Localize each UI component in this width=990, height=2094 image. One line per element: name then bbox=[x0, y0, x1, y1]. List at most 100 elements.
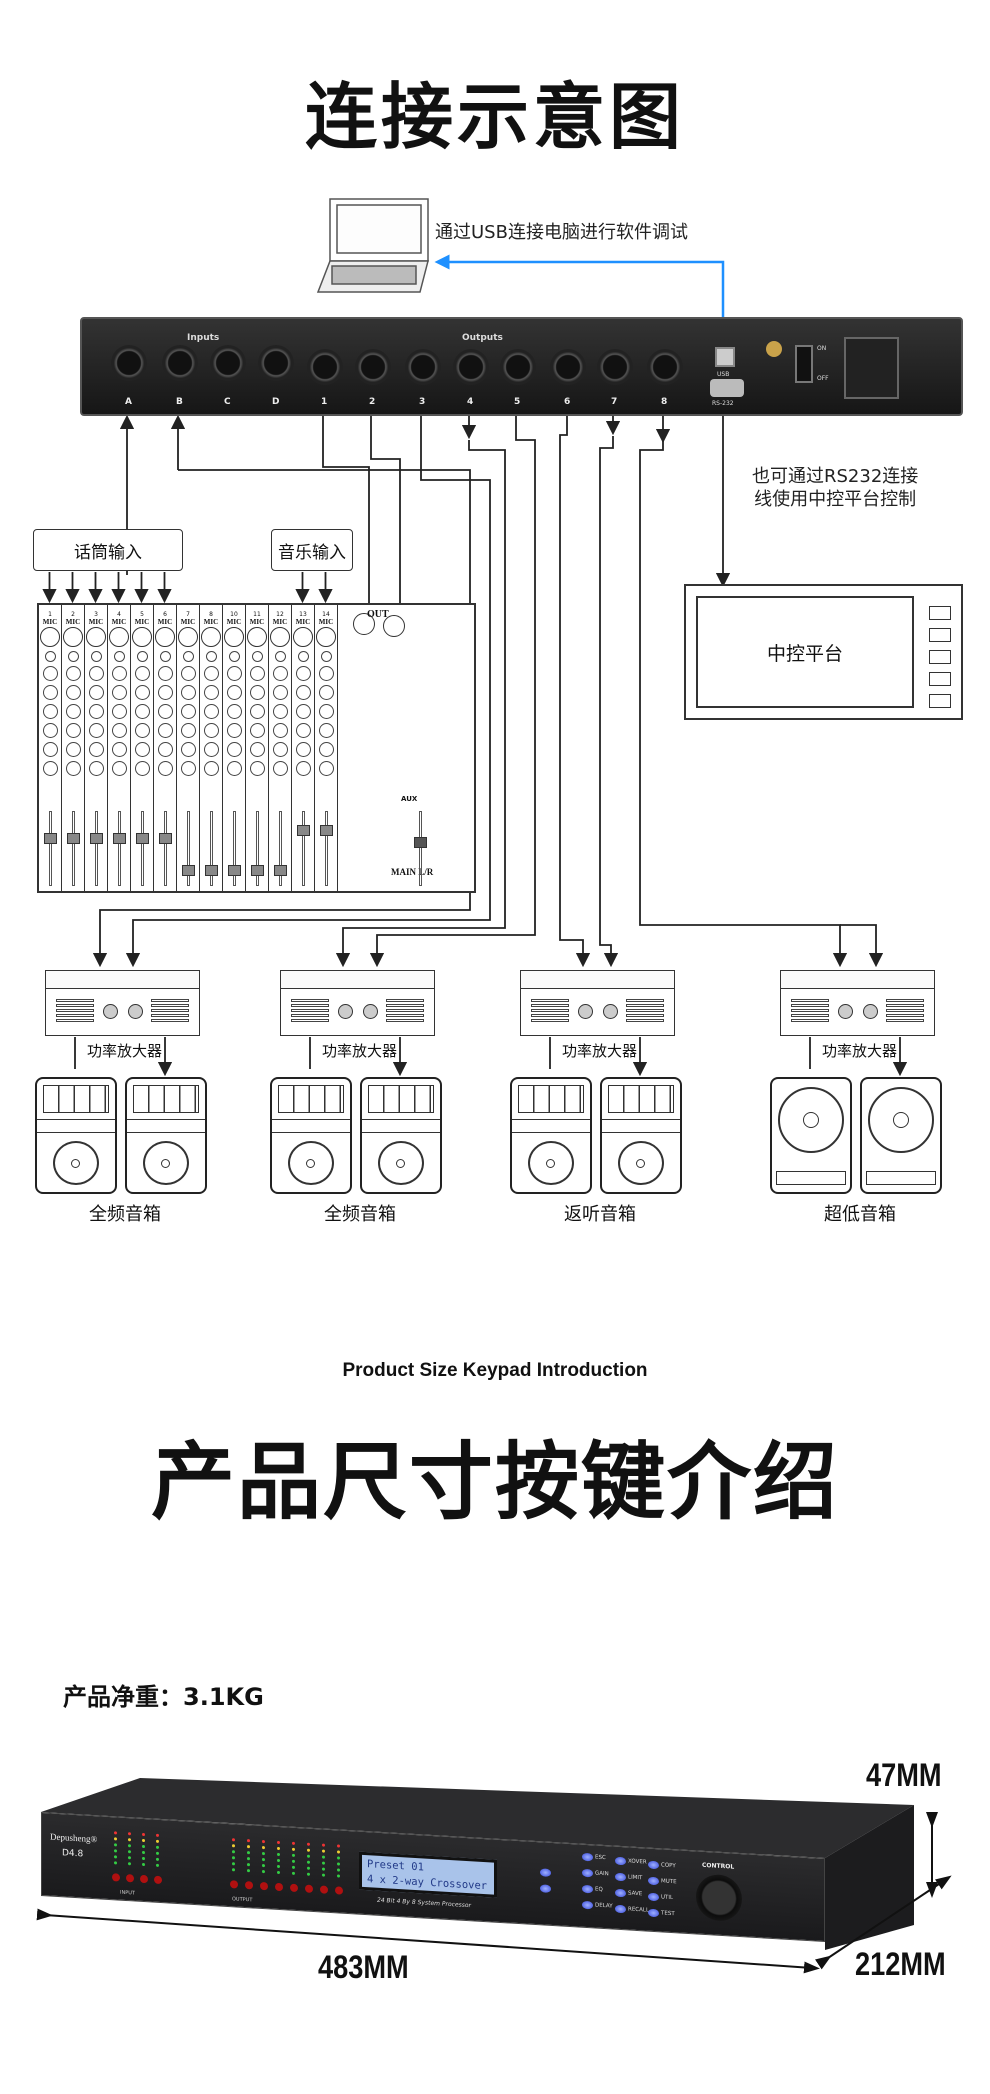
channel-knob[interactable] bbox=[111, 666, 127, 681]
channel-knob[interactable] bbox=[272, 704, 288, 719]
channel-fader[interactable] bbox=[302, 811, 305, 886]
channel-knob[interactable] bbox=[65, 742, 81, 757]
channel-knob[interactable] bbox=[134, 666, 150, 681]
xlr-jack[interactable] bbox=[647, 349, 683, 385]
channel-knob[interactable] bbox=[203, 666, 219, 681]
channel-fader-cap[interactable] bbox=[90, 833, 103, 844]
channel-knob[interactable] bbox=[65, 704, 81, 719]
key-util[interactable] bbox=[648, 1892, 659, 1902]
channel-knob[interactable] bbox=[272, 742, 288, 757]
channel-fader-cap[interactable] bbox=[44, 833, 57, 844]
channel-knob[interactable] bbox=[88, 723, 104, 738]
channel-knob[interactable] bbox=[318, 704, 334, 719]
channel-knob[interactable] bbox=[295, 704, 311, 719]
channel-knob[interactable] bbox=[42, 666, 58, 681]
channel-knob[interactable] bbox=[272, 666, 288, 681]
channel-knob[interactable] bbox=[180, 704, 196, 719]
channel-fader[interactable] bbox=[210, 811, 213, 886]
channel-knob[interactable] bbox=[88, 742, 104, 757]
channel-knob[interactable] bbox=[88, 704, 104, 719]
channel-knob[interactable] bbox=[203, 704, 219, 719]
channel-fader[interactable] bbox=[187, 811, 190, 886]
xlr-jack[interactable] bbox=[355, 349, 391, 385]
key-recall[interactable] bbox=[615, 1904, 626, 1914]
xlr-jack[interactable] bbox=[500, 349, 536, 385]
channel-knob[interactable] bbox=[226, 704, 242, 719]
channel-knob[interactable] bbox=[42, 742, 58, 757]
channel-knob[interactable] bbox=[180, 761, 196, 776]
channel-knob[interactable] bbox=[318, 685, 334, 700]
key-save[interactable] bbox=[615, 1888, 626, 1898]
channel-fader-cap[interactable] bbox=[182, 865, 195, 876]
channel-knob[interactable] bbox=[203, 685, 219, 700]
usb-port[interactable] bbox=[715, 347, 735, 367]
channel-knob[interactable] bbox=[249, 742, 265, 757]
channel-fader[interactable] bbox=[233, 811, 236, 886]
main-fader-cap[interactable] bbox=[414, 837, 427, 848]
channel-knob[interactable] bbox=[295, 723, 311, 738]
channel-knob[interactable] bbox=[295, 666, 311, 681]
xlr-jack[interactable] bbox=[258, 345, 294, 381]
mute-button[interactable] bbox=[245, 1880, 253, 1890]
channel-knob[interactable] bbox=[318, 666, 334, 681]
channel-fader-cap[interactable] bbox=[274, 865, 287, 876]
channel-knob[interactable] bbox=[111, 723, 127, 738]
channel-knob[interactable] bbox=[295, 685, 311, 700]
key-mute[interactable] bbox=[648, 1876, 659, 1886]
mute-button[interactable] bbox=[112, 1873, 120, 1882]
xlr-jack[interactable] bbox=[597, 349, 633, 385]
channel-knob[interactable] bbox=[180, 742, 196, 757]
channel-knob[interactable] bbox=[272, 685, 288, 700]
channel-fader-cap[interactable] bbox=[205, 865, 218, 876]
power-switch[interactable] bbox=[795, 345, 813, 383]
xlr-jack[interactable] bbox=[405, 349, 441, 385]
channel-fader[interactable] bbox=[256, 811, 259, 886]
channel-knob[interactable] bbox=[42, 723, 58, 738]
channel-knob[interactable] bbox=[205, 651, 217, 662]
mute-button[interactable] bbox=[320, 1885, 328, 1894]
channel-knob[interactable] bbox=[111, 704, 127, 719]
channel-knob[interactable] bbox=[318, 723, 334, 738]
mute-button[interactable] bbox=[154, 1875, 162, 1885]
control-knob[interactable] bbox=[696, 1873, 742, 1923]
channel-knob[interactable] bbox=[44, 651, 56, 662]
channel-fader[interactable] bbox=[95, 811, 98, 886]
key-test[interactable] bbox=[648, 1908, 659, 1918]
channel-knob[interactable] bbox=[65, 666, 81, 681]
channel-knob[interactable] bbox=[226, 685, 242, 700]
channel-fader[interactable] bbox=[279, 811, 282, 886]
channel-fader[interactable] bbox=[141, 811, 144, 886]
channel-knob[interactable] bbox=[65, 723, 81, 738]
channel-knob[interactable] bbox=[88, 761, 104, 776]
key-xover[interactable] bbox=[615, 1856, 626, 1866]
channel-knob[interactable] bbox=[249, 666, 265, 681]
channel-fader-cap[interactable] bbox=[113, 833, 126, 844]
rs232-port[interactable] bbox=[710, 379, 744, 397]
channel-knob[interactable] bbox=[157, 666, 173, 681]
channel-fader[interactable] bbox=[49, 811, 52, 886]
channel-fader[interactable] bbox=[325, 811, 328, 886]
xlr-jack[interactable] bbox=[162, 345, 198, 381]
channel-knob[interactable] bbox=[228, 651, 240, 662]
channel-knob[interactable] bbox=[42, 761, 58, 776]
channel-knob[interactable] bbox=[134, 723, 150, 738]
channel-knob[interactable] bbox=[136, 651, 148, 662]
mute-button[interactable] bbox=[126, 1873, 134, 1883]
channel-knob[interactable] bbox=[134, 685, 150, 700]
main-fader[interactable] bbox=[419, 811, 422, 886]
key-esc[interactable] bbox=[582, 1852, 593, 1862]
channel-knob[interactable] bbox=[249, 761, 265, 776]
channel-knob[interactable] bbox=[318, 742, 334, 757]
key-gain[interactable] bbox=[582, 1868, 593, 1878]
channel-knob[interactable] bbox=[157, 704, 173, 719]
channel-knob[interactable] bbox=[88, 666, 104, 681]
channel-fader-cap[interactable] bbox=[228, 865, 241, 876]
channel-knob[interactable] bbox=[272, 761, 288, 776]
channel-knob[interactable] bbox=[111, 685, 127, 700]
channel-knob[interactable] bbox=[203, 742, 219, 757]
mute-button[interactable] bbox=[260, 1881, 268, 1891]
channel-knob[interactable] bbox=[180, 685, 196, 700]
channel-knob[interactable] bbox=[180, 723, 196, 738]
channel-knob[interactable] bbox=[318, 761, 334, 776]
mute-button[interactable] bbox=[230, 1880, 238, 1889]
